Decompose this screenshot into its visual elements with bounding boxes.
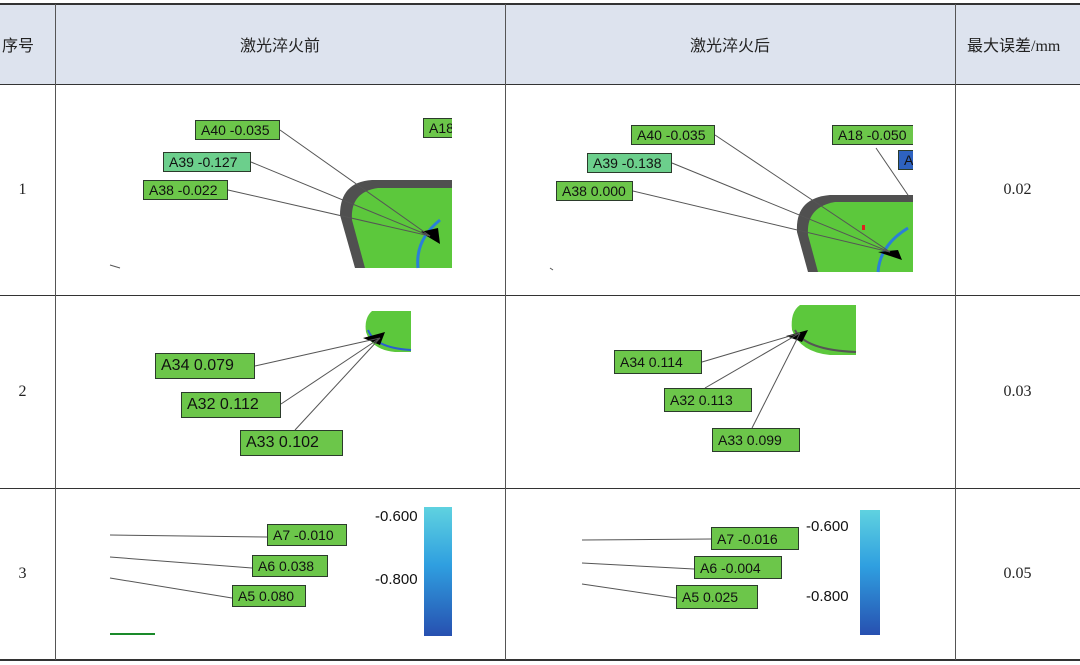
divider (55, 4, 56, 660)
row-index: 3 (18, 565, 27, 582)
part-shape-2-before (363, 311, 412, 352)
measurement-label: A40 -0.035 (195, 120, 280, 140)
measurement-label: A40 -0.035 (631, 125, 715, 145)
row-max-error: 0.03 (1003, 383, 1032, 400)
measurement-label: A6 -0.004 (694, 556, 782, 579)
row-max-error: 0.05 (1003, 565, 1032, 582)
measurement-label: A34 0.079 (155, 353, 255, 379)
scale-label: -0.600 (375, 508, 418, 525)
divider (0, 295, 1080, 296)
header-after: 激光淬火后 (689, 38, 770, 55)
scale-label: -0.800 (375, 571, 418, 588)
measurement-label: A32 0.112 (181, 392, 281, 418)
measurement-label: A5 0.025 (676, 585, 758, 609)
measurement-label: A6 0.038 (252, 555, 328, 577)
divider (505, 4, 506, 660)
measurement-label: A39 -0.127 (163, 152, 251, 172)
table-header (0, 4, 1080, 84)
divider (955, 4, 956, 660)
color-scale-bar (424, 507, 452, 636)
row-max-error: 0.02 (1003, 181, 1032, 198)
measurement-label: A38 -0.022 (143, 180, 228, 200)
divider (0, 3, 1080, 5)
measurement-label: A (898, 150, 913, 170)
part-shape-1-before (340, 180, 452, 269)
measurement-label: A33 0.102 (240, 430, 343, 456)
measurement-label: A32 0.113 (664, 388, 752, 412)
divider (0, 659, 1080, 661)
measurement-label: A18 (423, 118, 452, 138)
header-error: 最大误差/mm (967, 38, 1061, 55)
measurement-label: A39 -0.138 (587, 153, 672, 173)
color-scale-bar (860, 510, 880, 635)
measurement-label: A5 0.080 (232, 585, 306, 607)
measurement-label: A18 -0.050 (832, 125, 913, 145)
measurement-label: A7 -0.016 (711, 527, 799, 550)
part-shape-2-after (786, 305, 857, 355)
header-before: 激光淬火前 (239, 38, 320, 55)
leader-lines (109, 129, 911, 599)
scale-label: -0.800 (806, 588, 849, 605)
measurement-label: A38 0.000 (556, 181, 633, 201)
divider (0, 488, 1080, 489)
row-index: 1 (18, 181, 27, 198)
measurement-label: A34 0.114 (614, 350, 702, 374)
header-index: 序号 (2, 38, 35, 55)
measurement-label: A33 0.099 (712, 428, 800, 452)
divider (0, 84, 1080, 85)
scale-label: -0.600 (806, 518, 849, 535)
part-shape-1-after (796, 195, 913, 273)
measurement-label: A7 -0.010 (267, 524, 347, 546)
row-index: 2 (18, 383, 27, 400)
